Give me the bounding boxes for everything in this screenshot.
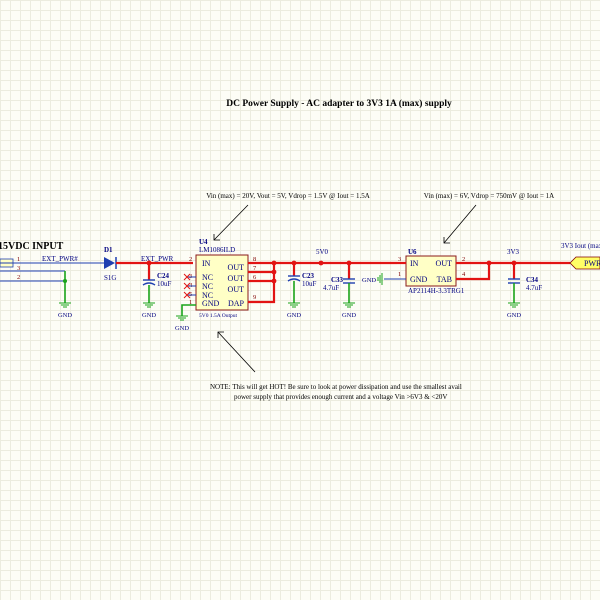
net-3v3: 3V3 [507,248,520,256]
u4-pin-in: IN [202,259,211,268]
net-output-label: 3V3 Iout (max [561,242,600,250]
net-ext-pwr-hash: EXT_PWR# [42,255,78,263]
u6-gnd-symbol [377,273,383,285]
u6-pin-out: OUT [436,259,453,268]
note-warning-line1: NOTE: This will get HOT! Be sure to look… [210,383,462,391]
input-pin-1: 1 [17,256,20,263]
u6-pin-gnd: GND [410,275,428,284]
input-connector [0,258,14,268]
u6-body [405,255,457,287]
u4-footer: 5V0 1.5A Output [199,313,238,319]
note-warning-line2: power supply that provides enough curren… [234,393,447,401]
diode-ref: D1 [104,246,113,254]
c34-value: 4.7uF [526,284,542,292]
junction-u4-out2 [271,269,277,275]
c24-ref: C24 [157,272,170,280]
c23-gnd-symbol [288,302,300,308]
input-gnd-label: GND [58,312,72,319]
u4-gnd-wire [181,304,196,316]
junction-u6-tab [486,260,492,266]
u6-pin-tab: TAB [437,275,452,284]
input-connector-label: 15VDC INPUT [0,241,64,252]
junction-u4-out1 [271,260,277,266]
u4-pin-out3: OUT [228,285,245,294]
u6-pin-in: IN [410,259,419,268]
input-pin-3: 3 [17,265,20,272]
u6-pinnum-in: 3 [398,256,401,263]
output-port-label: PWR [584,259,600,268]
net-5v0: 5V0 [316,248,329,256]
input-pin-2: 2 [17,274,20,281]
c24-value: 10uF [157,280,172,288]
u4-dap-wire [248,263,276,304]
input-gnd-symbol [59,302,71,308]
u4-pinnum-out2: 7 [253,265,257,272]
diagram-title: DC Power Supply - AC adapter to 3V3 1A (… [226,98,452,109]
u4-pin-nc3: NC [202,291,213,300]
u4-pin-nc1: NC [202,273,213,282]
output-port [569,256,600,270]
u4-gnd-symbol [176,315,188,321]
junction-u4-out3 [271,278,277,284]
u4-pin-nc2: NC [202,282,213,291]
note-regulator1: Vin (max) = 20V, Vout = 5V, Vdrop = 1.5V… [206,192,370,200]
u6-part: AP2114H-3.3TRG1 [408,287,465,295]
c33-gnd-symbol [343,302,355,308]
c33-value: 4.7uF [323,284,339,292]
junction-5v0 [318,260,324,266]
u6-pinnum-gnd: 1 [398,271,401,278]
c23-symbol [287,275,301,282]
u4-gnd-label: GND [175,325,189,332]
u4-pinnum-in: 2 [189,256,192,263]
c33-ref: C33 [331,276,344,284]
input-gnd-junction [63,279,67,283]
u4-pin-out2: OUT [228,274,245,283]
c33-symbol [343,278,355,284]
c24-gnd-label: GND [142,312,156,319]
diode-symbol [104,257,117,269]
note-arrow-u4 [213,204,249,241]
u4-part: LM1086ILD [199,246,235,254]
c34-gnd-symbol [508,302,520,308]
c34-symbol [508,278,520,284]
u4-pinnum-out1: 8 [253,256,256,263]
u4-pin-gnd: GND [202,299,220,308]
u6-ref: U6 [408,248,417,256]
c23-value: 10uF [302,280,317,288]
c34-ref: C34 [526,276,539,284]
u4-pinnum-gnd: 1 [189,299,192,306]
u4-body [195,254,249,311]
c24-symbol [142,279,156,286]
u4-pin-dap: DAP [228,299,245,308]
u6-pinnum-out: 2 [462,256,465,263]
u4-pinnum-dap: 9 [253,294,256,301]
c23-gnd-label: GND [287,312,301,319]
c24-gnd-symbol [143,302,155,308]
u4-pin-out1: OUT [228,263,245,272]
net-ext-pwr: EXT_PWR [141,255,174,263]
u4-ref: U4 [199,238,208,246]
note-regulator2: Vin (max) = 6V, Vdrop = 750mV @ Iout = 1… [424,192,554,200]
c23-ref: C23 [302,272,315,280]
diode-value: S1G [104,274,116,282]
u4-pinnum-out3: 6 [253,274,257,281]
note-arrow-u6 [443,204,477,244]
u6-tab-wire [456,263,491,281]
u4-nc-pins [183,273,196,299]
note-arrow-warning [217,331,256,373]
c34-gnd-label: GND [507,312,521,319]
u6-gnd-label: GND [362,277,376,284]
c33-gnd-label: GND [342,312,356,319]
u6-pinnum-tab: 4 [462,271,466,278]
